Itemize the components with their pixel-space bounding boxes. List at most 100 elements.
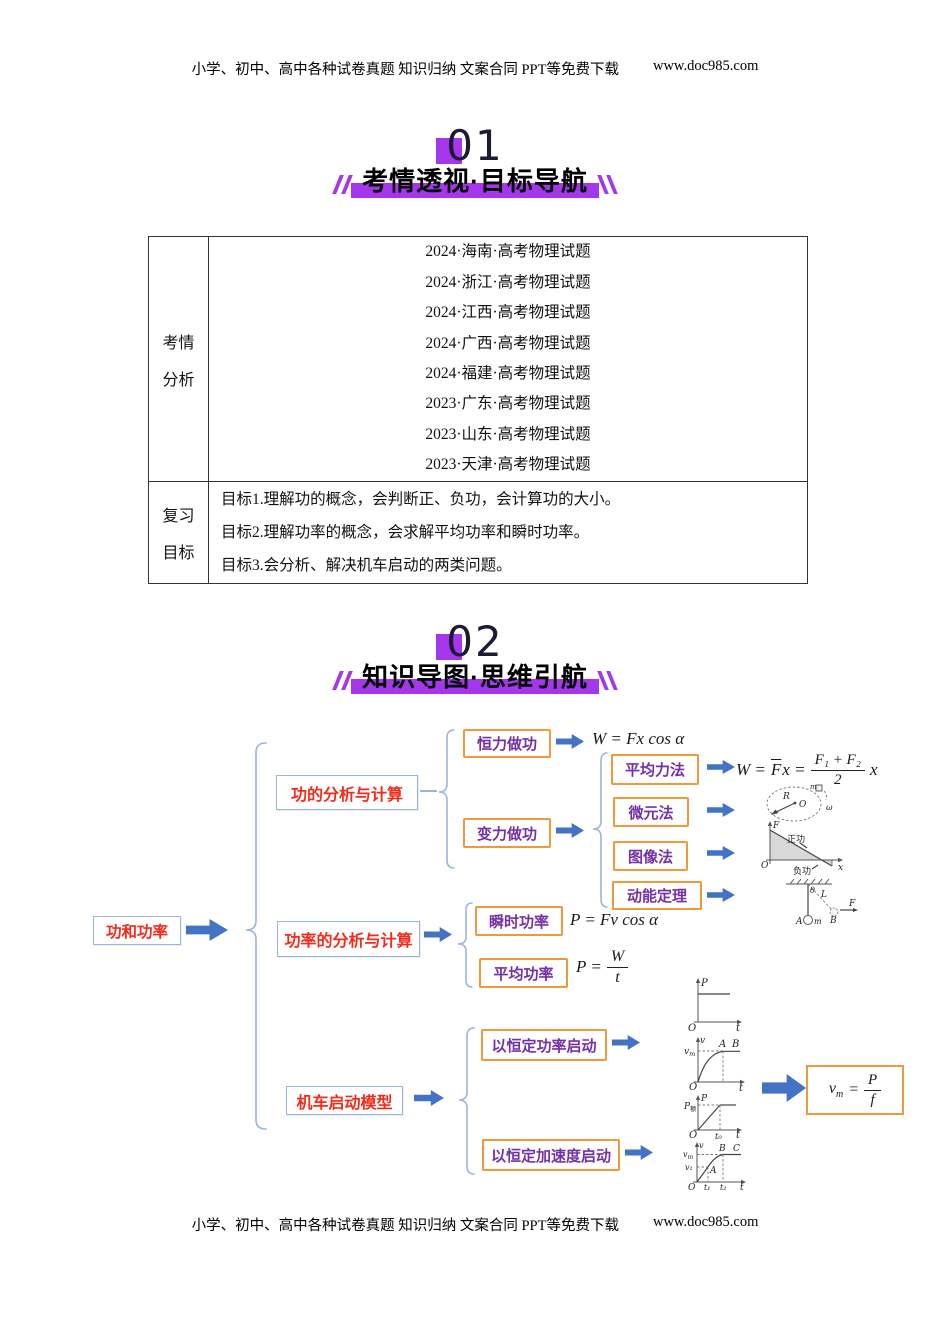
formula-text: P = [576,957,602,976]
arrow-right-icon [707,803,735,817]
table-row-exam-analysis: 考情 分析 2024·海南·高考物理试题 2024·浙江·高考物理试题 2024… [149,237,807,481]
arrow-right-icon [707,846,735,860]
label-t: t [736,1023,741,1034]
formula-w-const: W = Fx cos α [592,726,684,752]
fraction-denominator: 2 [834,771,842,788]
connector-line [420,790,437,792]
label-v: v [700,1036,705,1046]
pendulum-diagram: θ L F A m B [786,878,858,927]
node-instantaneous-power: 瞬时功率 [475,906,563,936]
p-t-graph-constant-acceleration: P P额 O t₀ t [683,1094,742,1142]
exam-item: 2024·福建·高考物理试题 [425,365,591,382]
label-negative-work: 负功 [793,865,811,877]
p-t-graph-constant-power: P O t [688,978,742,1034]
formula-text: = [848,1081,859,1098]
label-O: O [689,1082,697,1093]
arrow-right-icon [556,734,584,749]
node-graph-method: 图像法 [613,841,688,871]
force-displacement-graph: F O x 正功 负功 [761,821,843,877]
purple-bar-icon [351,183,599,198]
label-omega: ω [826,803,833,812]
section-02-title-row: 知识导图·思维引航 [0,662,950,694]
row-label-line: 复习 [162,508,195,525]
node-average-power: 平均功率 [479,958,568,988]
exam-item: 2024·海南·高考物理试题 [425,243,591,261]
exam-overview-table: 考情 分析 2024·海南·高考物理试题 2024·浙江·高考物理试题 2024… [148,236,808,584]
circular-motion-diagram: R O m ω [766,783,833,822]
section-02-title: 知识导图·思维引航 [362,662,588,692]
arrow-right-icon [186,919,228,941]
v-t-graph-constant-power: v vm O t A B [684,1036,745,1094]
section-01-title-row: 考情透视·目标导航 [0,166,950,198]
fraction-denominator: f [870,1091,875,1108]
section-01-title: 考情透视·目标导航 [362,166,588,196]
double-slash-left-icon [332,175,353,196]
double-slash-right-icon [596,175,618,196]
brace-work-children-icon [438,729,455,869]
section-01-number-row: 01 [0,124,950,168]
label-x: x [838,863,843,873]
brace-variable-force-methods-icon [592,752,608,908]
table-row-review-goals: 复习 目标 目标1.理解功的概念，会判断正、负功，会计算功的大小。 目标2.理解… [149,481,807,583]
label-O: O [688,1183,696,1193]
formula-text: W = Fx cos α [592,729,685,748]
label-B: B [718,1144,726,1154]
mindmap-root-node: 功和功率 [93,916,181,945]
exam-item: 2024·浙江·高考物理试题 [425,273,591,291]
node-constant-power-start: 以恒定功率启动 [481,1029,607,1061]
purple-square-icon [436,634,463,660]
arrow-right-icon [762,1074,806,1102]
arrow-right-icon [414,1090,444,1106]
exam-item: 2023·山东·高考物理试题 [425,425,591,443]
label-vm: vm [683,1150,694,1161]
label-vm: vm [684,1047,695,1058]
exam-item: 2023·广东·高考物理试题 [425,395,591,413]
label-P: P [700,1094,708,1104]
node-kinetic-energy-theorem: 动能定理 [612,881,702,910]
section-02-number-row: 02 [0,620,950,664]
header-text: 小学、初中、高中各种试卷真题 知识归纳 文案合同 PPT等免费下载 [191,62,619,78]
label-O: O [799,800,807,810]
node-micro-element-method: 微元法 [613,797,689,827]
label-A: A [718,1039,726,1050]
label-C: C [733,1144,740,1154]
fraction-numerator: W [606,948,629,968]
footer-text: 小学、初中、高中各种试卷真题 知识归纳 文案合同 PPT等免费下载 [191,1218,619,1234]
label-t: t [739,1083,744,1094]
exam-list: 2024·海南·高考物理试题 2024·浙江·高考物理试题 2024·江西·高考… [209,237,807,481]
row-label-line: 目标 [162,545,195,562]
label-B: B [829,916,837,926]
fraction-denominator: t [615,968,620,986]
arrow-right-icon [556,823,584,838]
node-average-force-method: 平均力法 [611,754,699,785]
label-P-rated: P额 [683,1102,696,1113]
formula-w-average: W = F x = F₁ + F₂ 2 x [736,747,878,793]
brace-train-children-icon [458,1027,475,1175]
formula-text: W = [736,760,766,779]
goal-item: 目标3.会分析、解决机车启动的两类问题。 [221,557,512,574]
label-t0: t₀ [715,1132,722,1142]
formula-fbar: F [770,760,782,779]
formula-text: x [869,760,878,779]
fraction: W t [606,948,629,986]
goal-item: 目标1.理解功的概念，会判断正、负功，会计算功的大小。 [221,491,621,508]
header-url: www.doc985.com [652,58,759,74]
formula-p-instantaneous: P = Fv cos α [570,908,658,932]
fraction: P f [863,1072,882,1108]
label-m: m [814,917,822,926]
section-02-number-unit: 02 [436,620,503,664]
purple-square-icon [436,138,463,164]
section-02-title-unit: 知识导图·思维引航 [351,662,599,694]
branch-node-work-analysis: 功的分析与计算 [276,775,418,810]
purple-bar-icon [351,679,599,694]
label-L: L [820,890,827,900]
label-O: O [689,1130,697,1141]
row-label-review-goals: 复习 目标 [149,482,209,583]
formula-text: x = [782,760,806,779]
label-v1: v₁ [685,1163,693,1172]
label-B: B [731,1039,739,1050]
formula-text: vm [828,1079,844,1101]
label-R: R [782,792,790,802]
arrow-right-icon [612,1035,640,1050]
brace-main-icon [245,742,267,1130]
